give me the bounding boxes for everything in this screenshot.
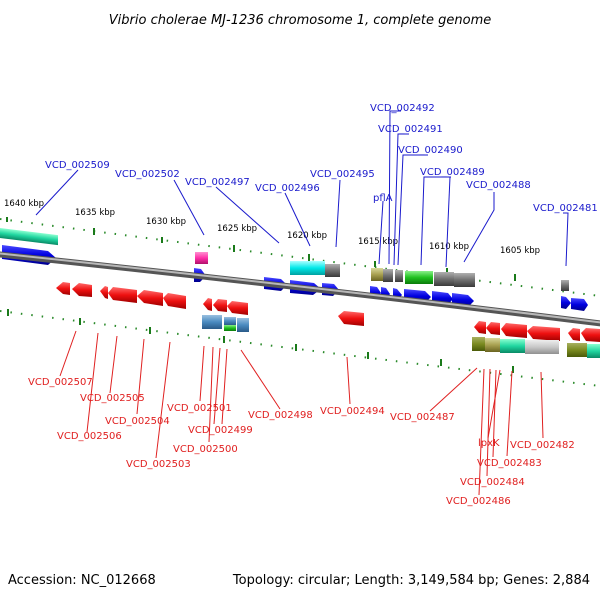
gene-label-lpxk: lpxK: [478, 438, 500, 449]
reverse-tick-ring: [0, 310, 600, 387]
gene-label-vcd-002500: VCD_002500: [173, 444, 238, 455]
accession-text: Accession: NC_012668: [8, 573, 156, 588]
gene-label-vcd-002505: VCD_002505: [80, 393, 145, 404]
gene-label-vcd-002509: VCD_002509: [45, 160, 110, 171]
reverse-major-ticks: [7, 309, 514, 373]
gene-label-vcd-002489: VCD_002489: [420, 167, 485, 178]
genome-backbone: [0, 251, 600, 327]
scale-label-1605: 1605 kbp: [500, 246, 540, 256]
reverse-gene-labels: VCD_002507 VCD_002506 VCD_002505 VCD_002…: [28, 377, 575, 507]
gene-label-vcd-002501: VCD_002501: [167, 403, 232, 414]
reverse-gene-arrows: [56, 282, 600, 342]
gene-label-vcd-002492: VCD_002492: [370, 103, 435, 114]
gene-label-vcd-002507: VCD_002507: [28, 377, 93, 388]
gene-label-vcd-002486: VCD_002486: [446, 496, 511, 507]
gene-label-vcd-002502: VCD_002502: [115, 169, 180, 180]
gene-label-vcd-002503: VCD_002503: [126, 459, 191, 470]
gene-label-vcd-002504: VCD_002504: [105, 416, 170, 427]
gene-label-vcd-002487: VCD_002487: [390, 412, 455, 423]
forward-tick-ring: [0, 218, 600, 297]
forward-major-ticks: [6, 217, 516, 281]
map-title: Vibrio cholerae MJ-1236 chromosome 1, co…: [109, 13, 491, 28]
gene-label-vcd-002481: VCD_002481: [533, 203, 598, 214]
scale-label-1610: 1610 kbp: [429, 242, 469, 252]
scale-labels: 1640 kbp 1635 kbp 1630 kbp 1625 kbp 1620…: [4, 199, 540, 256]
forward-leader-lines: [35, 110, 569, 268]
gene-label-vcd-002499: VCD_002499: [188, 425, 253, 436]
gene-label-vcd-002490: VCD_002490: [398, 145, 463, 156]
gene-label-vcd-002491: VCD_002491: [378, 124, 443, 135]
scale-label-1615: 1615 kbp: [358, 237, 398, 247]
gene-label-vcd-002498: VCD_002498: [248, 410, 313, 421]
gene-label-pfla: pflA: [373, 193, 393, 204]
gene-label-vcd-002496: VCD_002496: [255, 183, 320, 194]
scale-label-1635: 1635 kbp: [75, 208, 115, 218]
gene-label-vcd-002497: VCD_002497: [185, 177, 250, 188]
topology-text: Topology: circular; Length: 3,149,584 bp…: [232, 573, 590, 588]
scale-label-1625: 1625 kbp: [217, 224, 257, 234]
scale-label-1630: 1630 kbp: [146, 217, 186, 227]
reverse-leader-lines: [59, 330, 544, 496]
scale-label-1640: 1640 kbp: [4, 199, 44, 209]
scale-label-1620: 1620 kbp: [287, 231, 327, 241]
forward-gene-labels: VCD_002509 VCD_002502 VCD_002497 VCD_002…: [45, 103, 598, 214]
reverse-cog-blocks: [202, 315, 600, 358]
gene-label-vcd-002494: VCD_002494: [320, 406, 385, 417]
gene-label-vcd-002484: VCD_002484: [460, 477, 525, 488]
gene-label-vcd-002488: VCD_002488: [466, 180, 531, 191]
gene-label-vcd-002483: VCD_002483: [477, 458, 542, 469]
gene-label-vcd-002506: VCD_002506: [57, 431, 122, 442]
forward-cog-blocks: [0, 228, 569, 291]
gene-label-vcd-002482: VCD_002482: [510, 440, 575, 451]
gene-label-vcd-002495: VCD_002495: [310, 169, 375, 180]
